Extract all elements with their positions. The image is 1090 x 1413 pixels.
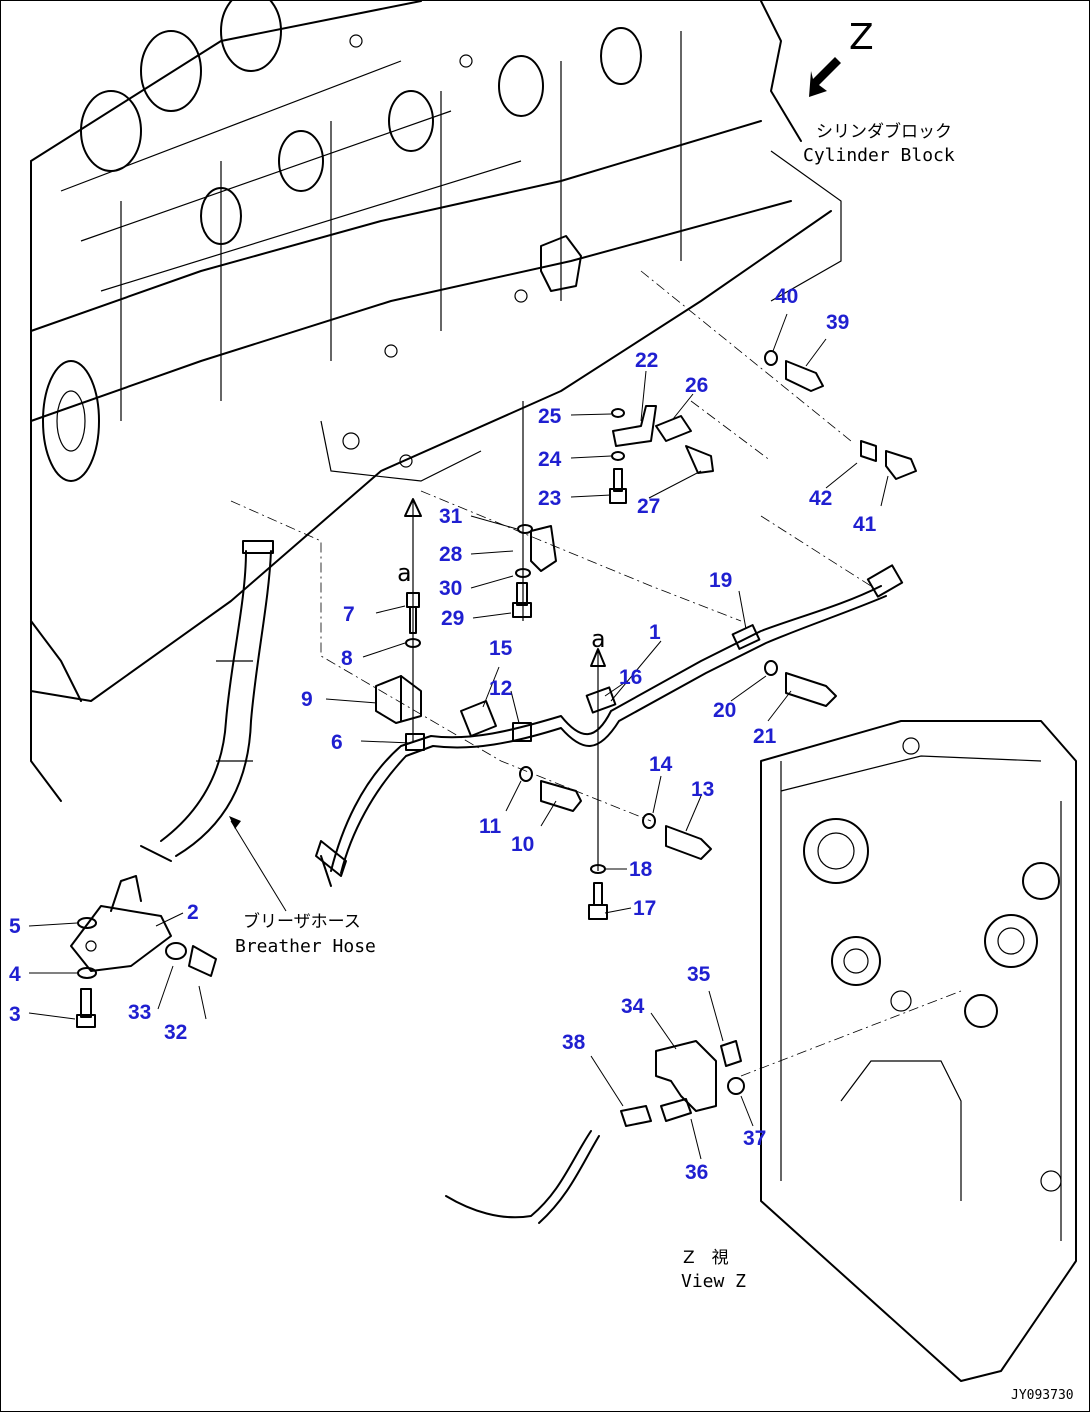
callout-20: 20 [713, 699, 736, 722]
callout-19: 19 [709, 569, 732, 592]
callout-3: 3 [9, 1003, 21, 1026]
callout-11: 11 [479, 815, 502, 838]
callout-29: 29 [441, 607, 464, 630]
part-15-clamp [460, 700, 497, 737]
callout-5: 5 [9, 915, 21, 938]
part-1-harness [315, 564, 904, 887]
callout-21: 21 [753, 725, 777, 748]
parts-22-27-sensor-bracket [609, 405, 714, 504]
callout-32: 32 [164, 1021, 187, 1044]
parts-17-18-bolt [588, 648, 608, 920]
callout-numbers: 1 2 3 4 5 6 7 8 9 10 11 12 13 14 15 16 1… [9, 285, 877, 1184]
part-9-bracket [375, 675, 422, 724]
callout-30: 30 [439, 577, 462, 600]
callout-36: 36 [685, 1161, 708, 1184]
breather-hose-leader [230, 820, 287, 912]
cylinder-block-label-jp: シリンダブロック [816, 121, 952, 142]
callout-34: 34 [621, 995, 645, 1018]
parts-20-21-bolt [764, 660, 837, 707]
callout-39: 39 [826, 311, 849, 334]
part-32-33-sleeve [165, 942, 217, 977]
callout-1: 1 [649, 621, 661, 644]
callout-12: 12 [489, 677, 512, 700]
parts-39-42-sensor [764, 350, 917, 480]
reference-a-right: a [591, 625, 605, 653]
callout-17: 17 [633, 897, 656, 920]
callout-37: 37 [743, 1127, 766, 1150]
callout-31: 31 [439, 505, 463, 528]
parts-28-31-bracket [512, 401, 557, 621]
parts-34-38-view-z [445, 1040, 745, 1224]
callout-25: 25 [538, 405, 562, 428]
callout-28: 28 [439, 543, 463, 566]
callout-26: 26 [685, 374, 708, 397]
callout-leaders [28, 313, 889, 1160]
parts-13-14-bolt [642, 813, 712, 860]
callout-2: 2 [187, 901, 199, 924]
view-z-label-jp: Z 視 [683, 1248, 729, 1268]
parts-10-11-bolt [519, 766, 582, 812]
breather-hose-label-en: Breather Hose [235, 936, 376, 957]
callout-10: 10 [511, 833, 534, 856]
callout-7: 7 [343, 603, 355, 626]
view-z-arrow [809, 57, 841, 97]
reference-a-left: a [397, 559, 411, 587]
reference-lines [230, 270, 962, 1077]
callout-6: 6 [331, 731, 343, 754]
part-2-elbow-bracket [70, 875, 172, 972]
parts-7-8-bolt [404, 498, 422, 741]
callout-40: 40 [775, 285, 798, 308]
cylinder-block-label-en: Cylinder Block [803, 145, 955, 166]
callout-33: 33 [128, 1001, 151, 1024]
callout-41: 41 [853, 513, 877, 536]
breather-hose-label-jp: ブリーザホース [243, 911, 361, 932]
cylinder-block-drawing [30, 1, 842, 802]
timing-case-drawing [760, 720, 1077, 1382]
callout-4: 4 [9, 963, 21, 986]
callout-27: 27 [637, 495, 660, 518]
callout-8: 8 [341, 647, 353, 670]
drawing-code: JY093730 [1011, 1388, 1074, 1403]
callout-24: 24 [538, 448, 562, 471]
callout-16: 16 [619, 666, 642, 689]
callout-42: 42 [809, 487, 832, 510]
callout-18: 18 [629, 858, 653, 881]
callout-9: 9 [301, 688, 313, 711]
breather-hose-drawing [140, 540, 274, 862]
view-marker-z: Z [849, 17, 874, 58]
callout-13: 13 [691, 778, 714, 801]
callout-14: 14 [649, 753, 673, 776]
callout-22: 22 [635, 349, 658, 372]
view-z-label-en: View Z [681, 1271, 746, 1292]
callout-35: 35 [687, 963, 711, 986]
callout-15: 15 [489, 637, 513, 660]
callout-38: 38 [562, 1031, 586, 1054]
callout-23: 23 [538, 487, 561, 510]
parts-3-4-5-fasteners [76, 917, 97, 1028]
